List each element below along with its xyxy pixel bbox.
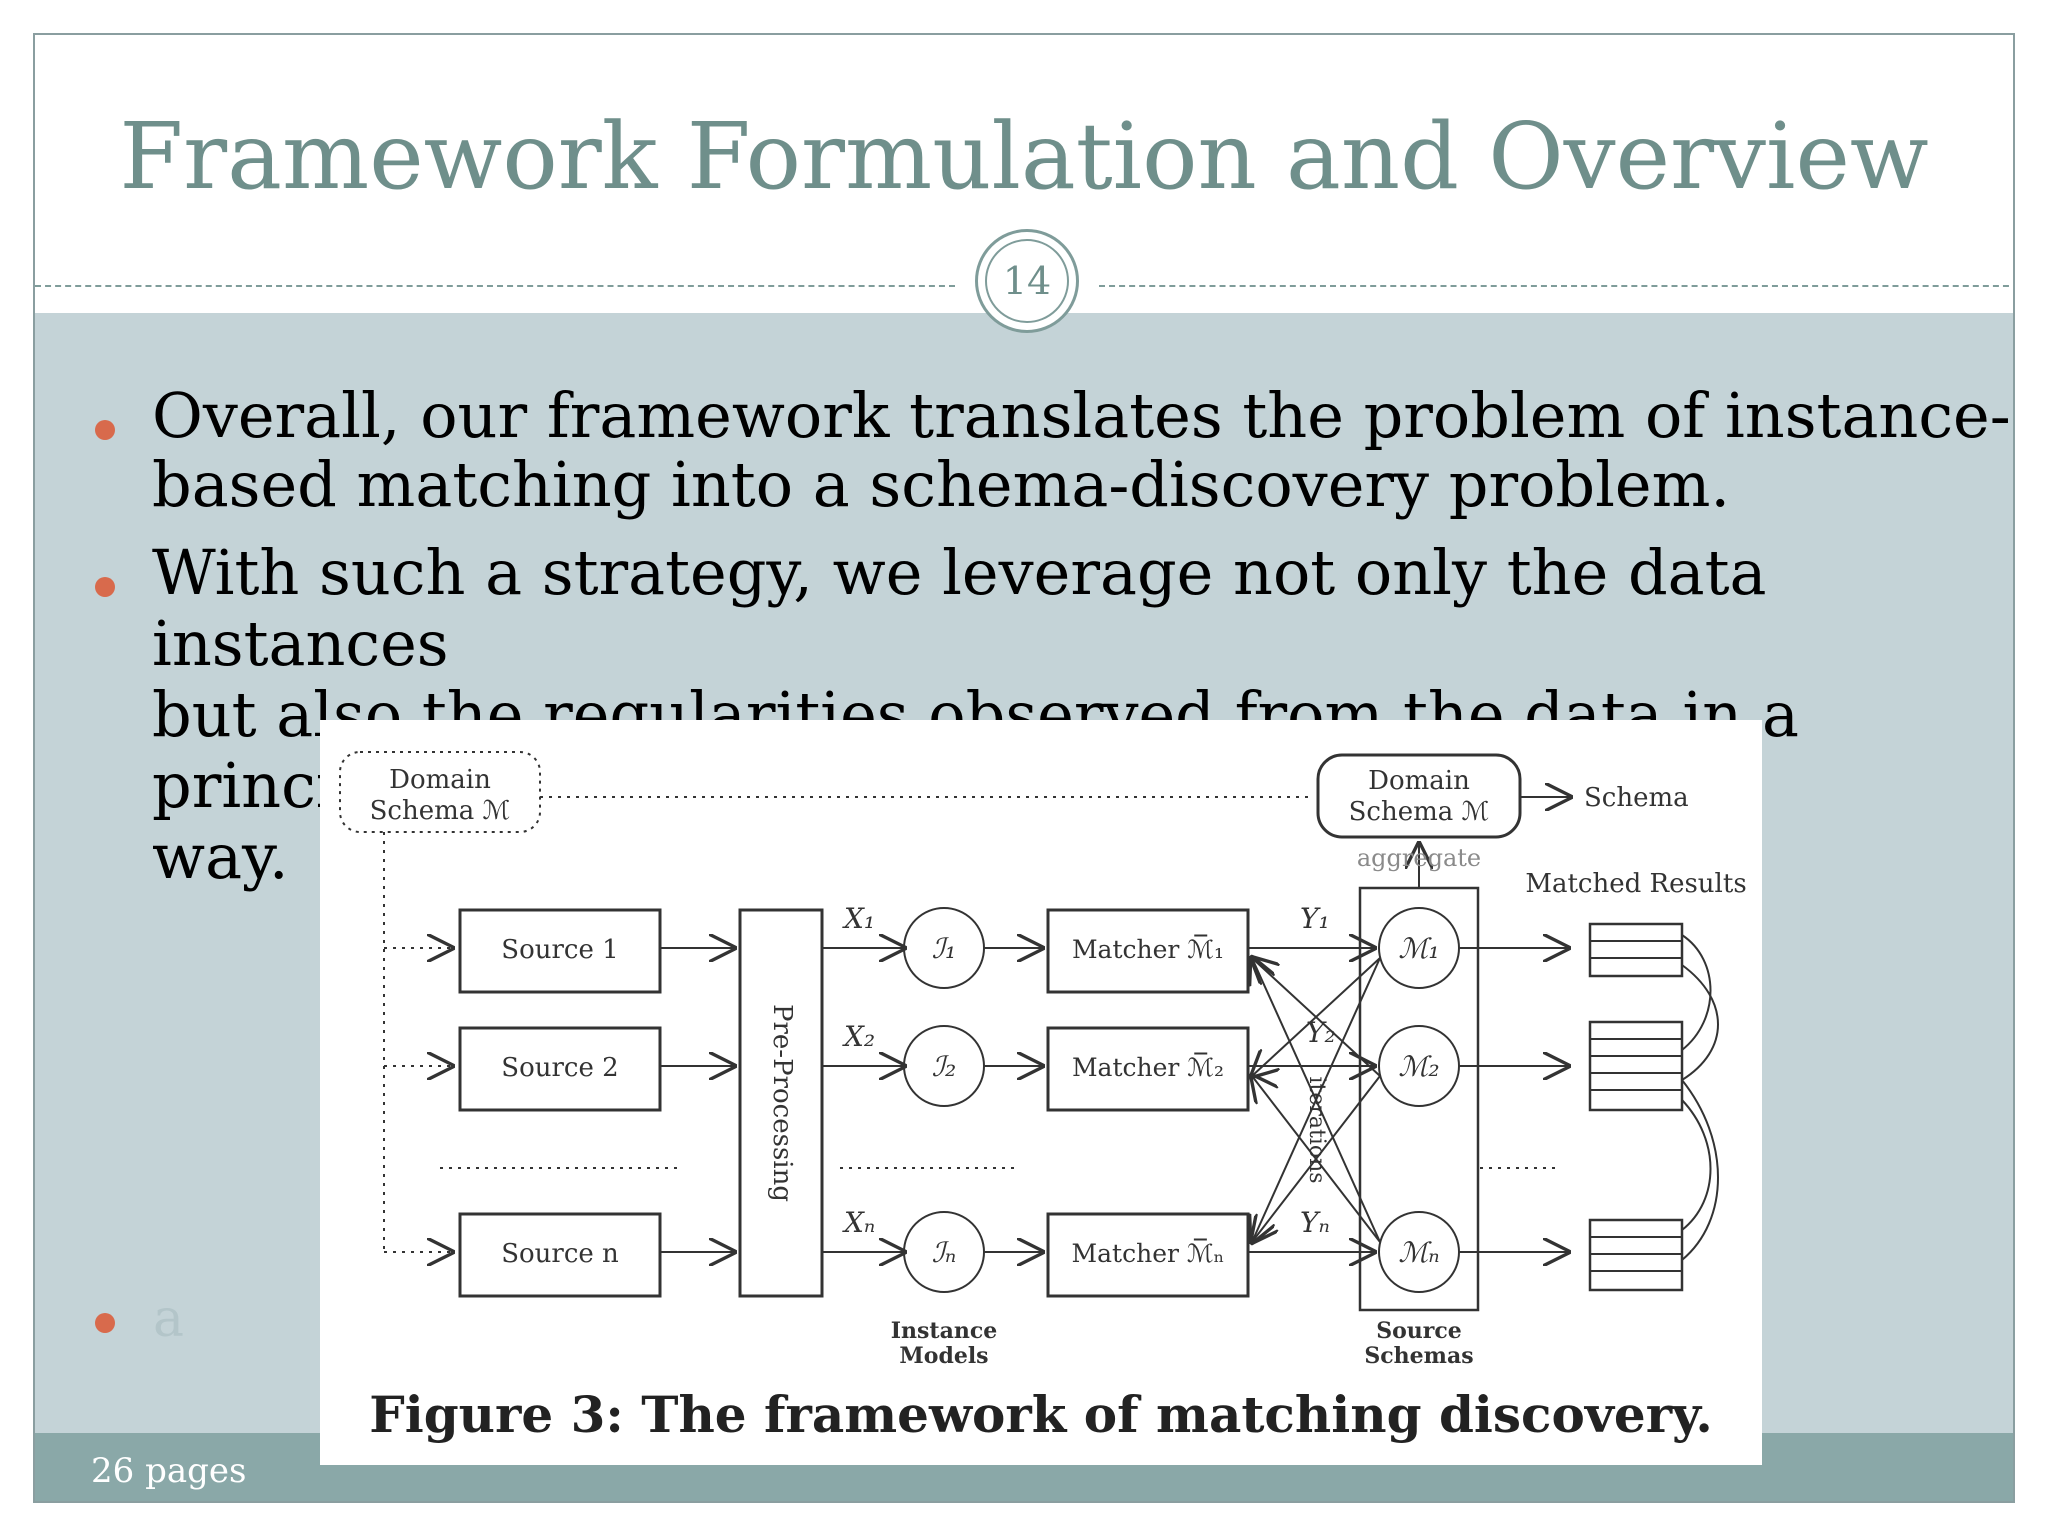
source-schemas-label-line-2: Schemas xyxy=(1364,1343,1473,1369)
instance-models-label-line-1: Instance xyxy=(891,1318,997,1344)
matched-table-n xyxy=(1588,1218,1684,1292)
matcher-n-box xyxy=(1046,1212,1250,1298)
matcher-2-label: Matcher ℳ̅₂ xyxy=(1072,1052,1224,1082)
source-2-box xyxy=(458,1026,662,1112)
instance-model-n-label: ℐₙ xyxy=(932,1236,957,1269)
preprocessing-label: Pre-Processing xyxy=(767,1004,797,1202)
schema-label: Schema xyxy=(1584,783,1689,813)
bullet-marker-2 xyxy=(95,577,115,597)
source-model-2-label: ℳ₂ xyxy=(1398,1050,1439,1083)
source-n-box xyxy=(458,1212,662,1298)
domain-schema-left-line-2: Schema ℳ xyxy=(370,796,511,826)
x1-label: X₁ xyxy=(842,902,875,935)
result-link-4 xyxy=(1681,1079,1719,1261)
result-link-3 xyxy=(1681,1099,1712,1231)
domain-schema-left-line-1: Domain xyxy=(389,765,491,795)
ghost-bullet-text: a xyxy=(153,1289,185,1349)
matched-results-label: Matched Results xyxy=(1525,869,1746,899)
page-number: 14 xyxy=(985,239,1069,323)
yn-label: Yₙ xyxy=(1300,1206,1330,1239)
iterations-label: iterations xyxy=(1304,1076,1329,1183)
domain-schema-right-line-2: Schema ℳ xyxy=(1349,797,1490,827)
bullet-1-line-1: Overall, our framework translates the pr… xyxy=(152,379,2011,452)
page-count: 26 pages xyxy=(91,1451,247,1491)
matcher-1-label: Matcher ℳ̅₁ xyxy=(1072,934,1224,964)
instance-model-1-label: ℐ₁ xyxy=(932,932,956,965)
source-1-label: Source 1 xyxy=(501,935,618,965)
slide-title: Framework Formulation and Overview xyxy=(119,103,1929,210)
bullet-1-line-2: based matching into a schema-discovery p… xyxy=(152,448,1731,521)
y1-label: Y₁ xyxy=(1300,902,1330,935)
matcher-1-box xyxy=(1046,908,1250,994)
title-divider-right xyxy=(1099,285,2013,287)
source-model-1-label: ℳ₁ xyxy=(1398,932,1439,965)
source-schemas-label-line-1: Source xyxy=(1376,1318,1462,1344)
domain-schema-right-line-1: Domain xyxy=(1368,766,1470,796)
iteration-arrow-6 xyxy=(1252,1075,1381,1242)
bullet-marker-3 xyxy=(95,1313,115,1333)
framework-diagram: Domain Schema ℳ Domain Schema ℳ Schema a… xyxy=(339,751,1747,1369)
xn-label: Xₙ xyxy=(842,1206,875,1239)
title-divider-left xyxy=(35,285,955,287)
iteration-arrow-3 xyxy=(1252,957,1381,1076)
source-2-label: Source 2 xyxy=(501,1053,618,1083)
preprocessing-box xyxy=(738,908,824,1298)
figure-caption: Figure 3: The framework of matching disc… xyxy=(369,1385,1713,1444)
bullet-marker-1 xyxy=(95,420,115,440)
matcher-n-label: Matcher ℳ̅ₙ xyxy=(1072,1238,1225,1268)
iteration-arrow-5 xyxy=(1252,957,1381,1242)
matched-table-1 xyxy=(1588,922,1684,978)
domain-schema-left-box xyxy=(339,751,541,833)
bullet-2-line-3: way. xyxy=(152,820,289,893)
source-1-box xyxy=(458,908,662,994)
source-n-label: Source n xyxy=(501,1239,619,1269)
matched-table-2 xyxy=(1588,1020,1684,1112)
framework-figure: Domain Schema ℳ Domain Schema ℳ Schema a… xyxy=(320,720,1762,1465)
x2-label: X₂ xyxy=(842,1020,875,1053)
page-number-badge: 14 xyxy=(975,229,1079,333)
bullet-1: Overall, our framework translates the pr… xyxy=(152,379,2013,521)
y2-label: Y₂ xyxy=(1306,1016,1336,1049)
result-link-2 xyxy=(1681,964,1719,1081)
source-model-n-label: ℳₙ xyxy=(1398,1236,1439,1269)
bullet-2-line-1: With such a strategy, we leverage not on… xyxy=(152,536,1767,680)
instance-models-label-line-2: Models xyxy=(899,1343,988,1369)
aggregate-label: aggregate xyxy=(1357,844,1481,872)
instance-model-2-label: ℐ₂ xyxy=(932,1050,956,1083)
result-link-1 xyxy=(1681,934,1712,1051)
